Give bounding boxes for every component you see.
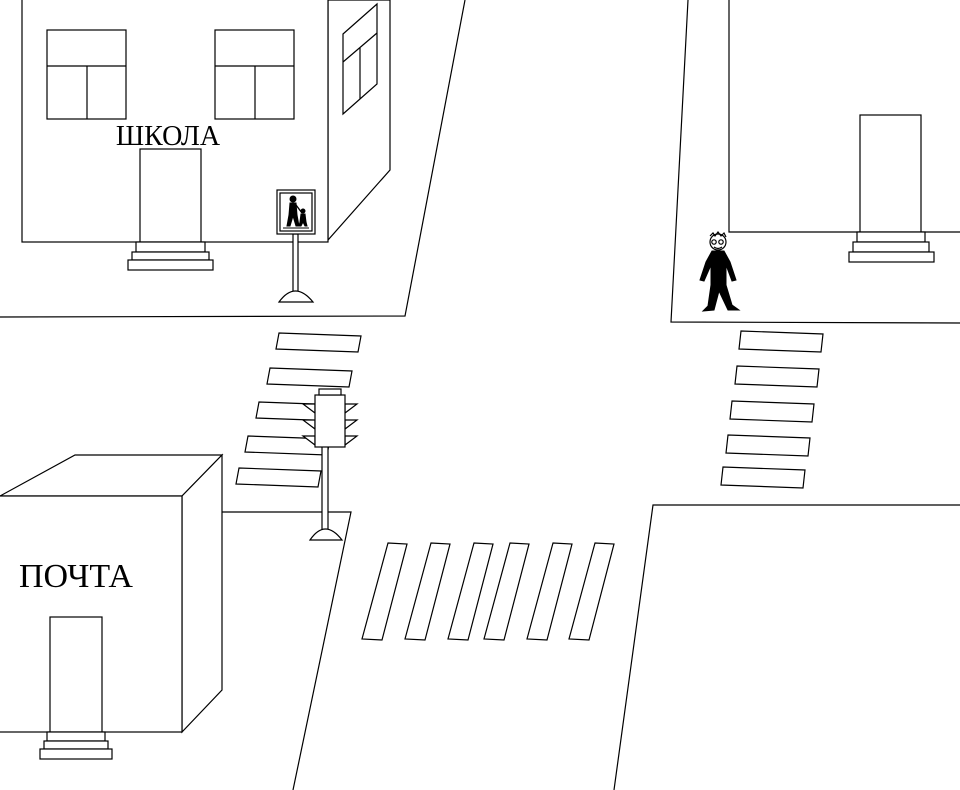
- traffic-light: [301, 388, 359, 541]
- school-building: ШКОЛА: [21, 0, 391, 271]
- school-window-left: [46, 29, 127, 120]
- post-office-steps: [39, 731, 113, 760]
- top-right-sidewalk: [670, 0, 960, 324]
- sign-pole: [292, 233, 299, 293]
- school-side-window: [342, 2, 378, 116]
- right-building-door[interactable]: [859, 114, 922, 233]
- traffic-light-pole: [321, 445, 329, 531]
- pedestrian-figure: [699, 231, 741, 312]
- sign-base: [277, 290, 315, 303]
- crosswalk-right: [720, 330, 824, 489]
- right-building: [728, 0, 960, 263]
- traffic-light-base: [308, 528, 344, 541]
- traffic-light-housing: [314, 394, 346, 448]
- top-left-sidewalk: [0, 0, 466, 318]
- pedestrian-body: [699, 250, 741, 312]
- adult-child-icon: [283, 195, 309, 229]
- pedestrian-sign: [276, 189, 316, 303]
- post-office-label: ПОЧТА: [19, 558, 133, 595]
- school-door[interactable]: [139, 148, 202, 243]
- crosswalk-bottom: [361, 542, 615, 641]
- pedestrian-head: [709, 233, 727, 251]
- bottom-right-sidewalk: [613, 504, 960, 790]
- school-steps: [127, 241, 214, 271]
- post-office-door[interactable]: [49, 616, 103, 733]
- school-label: ШКОЛА: [116, 121, 221, 152]
- post-office-side-wall: [181, 453, 223, 734]
- bottom-left-sidewalk: [222, 511, 352, 790]
- school-window-right: [214, 29, 295, 120]
- right-building-steps: [848, 231, 935, 263]
- post-office-building: ПОЧТА: [0, 453, 224, 760]
